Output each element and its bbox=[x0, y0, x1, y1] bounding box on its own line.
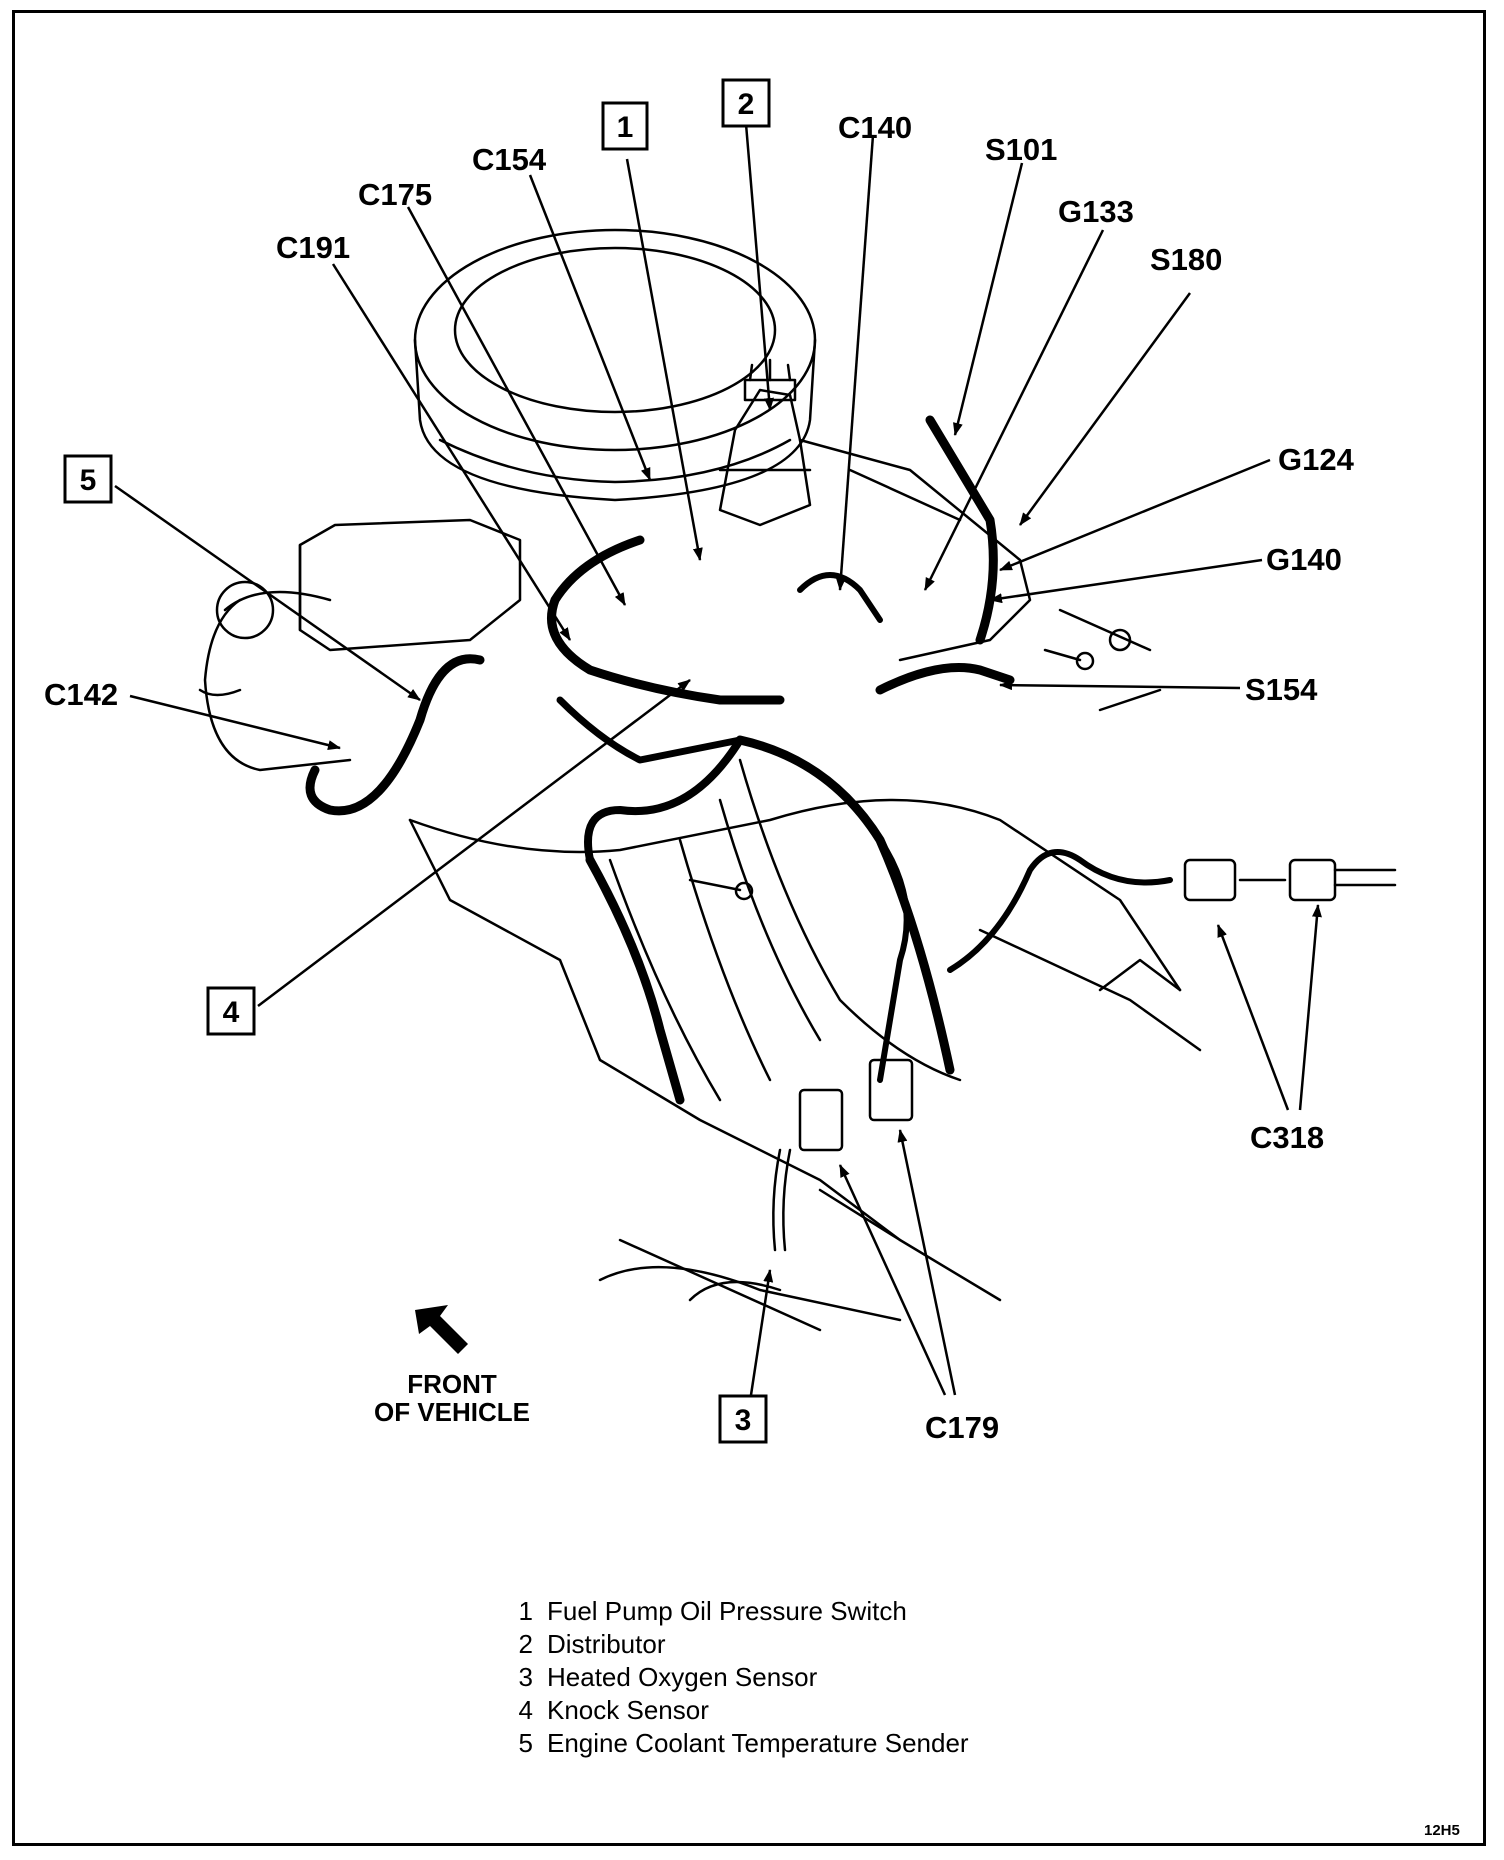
number-box-1: 1 bbox=[601, 101, 649, 151]
legend-number: 1 bbox=[518, 1596, 533, 1626]
number-box-3: 3 bbox=[718, 1394, 768, 1444]
legend-item: 4 Knock Sensor bbox=[515, 1694, 969, 1727]
legend-number: 5 bbox=[518, 1728, 533, 1758]
label-c179: C179 bbox=[925, 1410, 999, 1445]
svg-text:5: 5 bbox=[80, 464, 97, 497]
legend-number: 4 bbox=[518, 1695, 533, 1725]
label-c140: C140 bbox=[838, 110, 912, 145]
legend-item: 1 Fuel Pump Oil Pressure Switch bbox=[515, 1595, 969, 1628]
legend-item: 3 Heated Oxygen Sensor bbox=[515, 1661, 969, 1694]
legend-item: 5 Engine Coolant Temperature Sender bbox=[515, 1727, 969, 1760]
legend: 1 Fuel Pump Oil Pressure Switch 2 Distri… bbox=[515, 1595, 969, 1760]
svg-text:2: 2 bbox=[738, 88, 755, 121]
figure-reference-code: 12H5 bbox=[1424, 1822, 1460, 1839]
label-s154: S154 bbox=[1245, 672, 1318, 707]
legend-text: Engine Coolant Temperature Sender bbox=[547, 1728, 969, 1758]
number-box-2: 2 bbox=[721, 78, 771, 128]
label-g133: G133 bbox=[1058, 194, 1134, 229]
label-c318: C318 bbox=[1250, 1120, 1324, 1155]
svg-text:3: 3 bbox=[735, 1404, 752, 1437]
legend-text: Fuel Pump Oil Pressure Switch bbox=[547, 1596, 907, 1626]
number-box-4: 4 bbox=[206, 986, 256, 1036]
label-g140: G140 bbox=[1266, 542, 1342, 577]
label-c154: C154 bbox=[472, 142, 547, 177]
label-c191: C191 bbox=[276, 230, 350, 265]
legend-text: Knock Sensor bbox=[547, 1695, 709, 1725]
legend-text: Heated Oxygen Sensor bbox=[547, 1662, 818, 1692]
number-box-5: 5 bbox=[63, 454, 113, 504]
label-s180: S180 bbox=[1150, 242, 1222, 277]
label-c175: C175 bbox=[358, 177, 432, 212]
label-c142: C142 bbox=[44, 677, 118, 712]
svg-text:4: 4 bbox=[223, 996, 240, 1029]
svg-text:1: 1 bbox=[617, 111, 634, 144]
front-arrow-icon bbox=[415, 1305, 468, 1354]
legend-number: 2 bbox=[518, 1629, 533, 1659]
leader-lines bbox=[114, 111, 1322, 1396]
diagram-frame bbox=[12, 10, 1486, 1846]
engine-illustration bbox=[198, 228, 1397, 1332]
orientation-line-2: OF VEHICLE bbox=[374, 1397, 530, 1427]
label-s101: S101 bbox=[985, 132, 1057, 167]
legend-item: 2 Distributor bbox=[515, 1628, 969, 1661]
orientation-line-1: FRONT bbox=[407, 1369, 497, 1399]
legend-text: Distributor bbox=[547, 1629, 666, 1659]
legend-number: 3 bbox=[518, 1662, 533, 1692]
label-g124: G124 bbox=[1278, 442, 1355, 477]
